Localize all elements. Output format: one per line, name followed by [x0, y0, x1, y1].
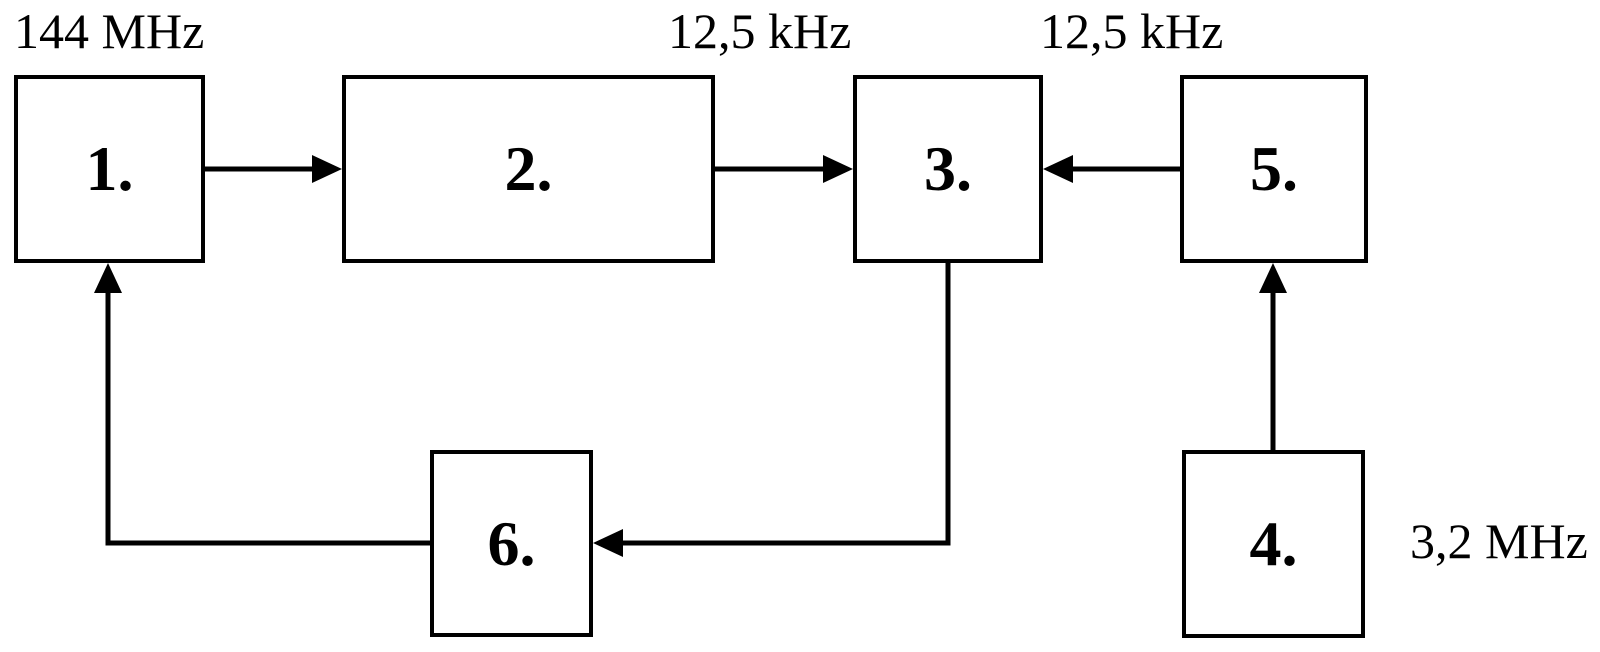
arrow-5-to-3-head [1043, 155, 1073, 183]
diagram-box-4: 4. [1182, 450, 1365, 638]
box-3-label: 3. [924, 133, 972, 204]
box-5-label: 5. [1250, 133, 1298, 204]
arrow-4-to-5-head [1259, 263, 1287, 293]
diagram-box-2: 2. [342, 75, 715, 263]
arrow-6-to-1-head [94, 263, 122, 293]
diagram-box-6: 6. [430, 450, 593, 637]
label-12-5-khz-2: 12,5 kHz [1040, 3, 1224, 59]
box-2-label: 2. [504, 133, 553, 204]
box-1-label: 1. [85, 133, 134, 204]
box-6-label: 6. [487, 507, 536, 579]
label-3-2-mhz: 3,2 MHz [1410, 513, 1588, 569]
box-4-label: 4. [1249, 508, 1298, 579]
diagram-box-1: 1. [14, 75, 205, 263]
label-144-mhz: 144 MHz [14, 3, 205, 59]
arrow-1-to-2-head [312, 155, 342, 183]
arrow-3-to-6-head [593, 529, 623, 557]
arrow-6-to-1-line [105, 293, 430, 546]
diagram-box-5: 5. [1180, 75, 1368, 263]
arrow-2-to-3-head [823, 155, 853, 183]
diagram-box-3: 3. [853, 75, 1043, 263]
label-12-5-khz-1: 12,5 kHz [668, 3, 852, 59]
arrow-3-to-6-line [623, 263, 951, 546]
